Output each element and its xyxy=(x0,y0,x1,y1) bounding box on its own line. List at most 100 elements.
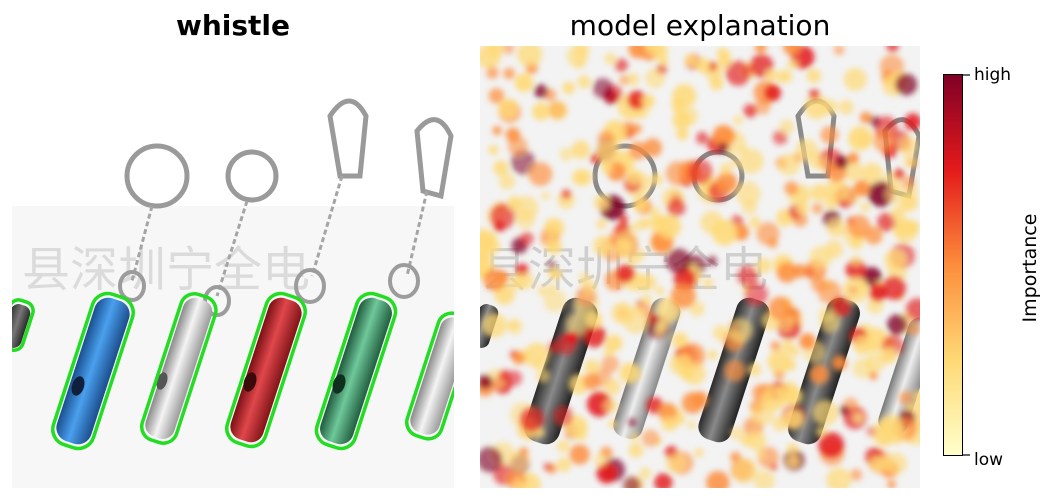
heatmap-blob xyxy=(729,158,739,168)
right-panel-title: model explanation xyxy=(569,9,831,42)
heatmap-blob xyxy=(643,138,662,158)
heatmap-blob xyxy=(641,94,655,109)
heatmap-blob xyxy=(640,294,652,306)
heatmap-blob xyxy=(652,215,666,229)
heatmap-blob xyxy=(696,131,709,145)
heatmap-blob xyxy=(490,203,516,230)
heatmap-blob xyxy=(503,67,515,80)
heatmap-blob xyxy=(862,267,882,287)
heatmap-blob xyxy=(812,399,839,426)
heatmap-blob xyxy=(627,90,647,110)
heatmap-blob xyxy=(676,128,689,141)
heatmap-blob xyxy=(853,180,871,197)
heatmap-blob xyxy=(667,198,686,217)
heatmap-blob xyxy=(519,231,534,246)
heatmap-blob xyxy=(628,443,644,458)
heatmap-blob xyxy=(877,212,896,232)
heatmap-blob xyxy=(804,94,829,120)
heatmap-blob xyxy=(629,432,640,443)
heatmap-blob xyxy=(814,157,828,171)
heatmap-blob xyxy=(886,46,899,53)
heatmap-blob xyxy=(795,138,818,161)
whistle-green xyxy=(320,297,392,445)
heatmap-blob xyxy=(604,378,621,396)
heatmap-blob xyxy=(480,446,503,473)
heatmap-blob xyxy=(524,342,550,368)
heatmap-blob xyxy=(559,147,574,162)
heatmap-blob xyxy=(596,219,607,230)
heatmap-blob xyxy=(756,258,772,274)
heatmap-blob xyxy=(556,439,570,453)
heatmap-blob xyxy=(694,448,704,458)
heatmap-blob xyxy=(810,184,829,202)
heatmap-blob xyxy=(627,418,637,427)
heatmap-blob xyxy=(547,283,556,293)
heatmap-blob xyxy=(777,381,800,404)
heatmap-blob xyxy=(689,301,705,317)
keyrings xyxy=(124,98,454,209)
heatmap-blob xyxy=(822,99,838,115)
heatmap-blob xyxy=(712,125,735,148)
heatmap-blob xyxy=(786,454,800,469)
heatmap-blob xyxy=(853,335,873,355)
heatmap-blob xyxy=(534,84,548,99)
heatmap-blob xyxy=(492,125,502,136)
heatmap-blob xyxy=(716,47,730,61)
heatmap-blob xyxy=(725,60,751,86)
heatmap-blob xyxy=(619,215,628,224)
heatmap-blob xyxy=(493,160,509,176)
heatmap-blob xyxy=(547,261,557,270)
heatmap-blob xyxy=(553,406,574,427)
heatmap-blob xyxy=(764,84,782,102)
importance-heatmap-overlay xyxy=(480,46,920,488)
heatmap-blob xyxy=(784,181,799,196)
heatmap-blob xyxy=(604,53,617,65)
heatmap-blob xyxy=(603,398,618,414)
heatmap-blob xyxy=(808,89,820,100)
heatmap-blob xyxy=(573,57,585,70)
heatmap-blob xyxy=(789,59,800,69)
heatmap-blob xyxy=(592,78,613,99)
heatmap-blob xyxy=(641,429,660,448)
heatmap-blob xyxy=(887,314,908,335)
colorbar-gradient xyxy=(943,74,970,456)
heatmap-blob xyxy=(546,225,558,237)
heatmap-blob xyxy=(719,163,732,175)
heatmap-blob xyxy=(608,419,617,428)
heatmap-blob xyxy=(843,67,867,91)
heatmap-blob xyxy=(634,303,644,314)
heatmap-blob xyxy=(510,150,536,175)
heatmap-blob xyxy=(796,202,809,216)
heatmap-blob xyxy=(770,340,781,352)
original-image: 县深圳宁全电 xyxy=(12,46,454,488)
heatmap-blob xyxy=(605,334,623,352)
heatmap-blob xyxy=(616,264,635,283)
heatmap-blob xyxy=(537,285,548,296)
heatmap-blob xyxy=(516,272,535,290)
heatmap-blob xyxy=(783,409,804,430)
heatmap-blob xyxy=(825,178,849,203)
whistle-dark-partial xyxy=(12,304,31,348)
heatmap-blob xyxy=(724,360,746,382)
heatmap-blob xyxy=(583,373,600,390)
heatmap-blob xyxy=(856,282,866,292)
heatmap-blob xyxy=(577,75,591,89)
heatmap-blob xyxy=(885,184,905,204)
heatmap-blob xyxy=(545,238,562,255)
heatmap-blob xyxy=(730,426,744,440)
heatmap-blob xyxy=(717,142,729,154)
heatmap-blob xyxy=(774,70,788,84)
heatmap-blob xyxy=(783,46,801,56)
heatmap-blob xyxy=(480,235,496,261)
heatmap-blob xyxy=(681,392,704,414)
heatmap-blob xyxy=(483,268,506,292)
heatmap-blob xyxy=(895,73,918,96)
heatmap-blob xyxy=(850,468,863,481)
heatmap-blob xyxy=(898,135,919,157)
heatmap-blob xyxy=(528,162,553,187)
heatmap-blob xyxy=(596,462,618,484)
heatmap-blob xyxy=(486,46,504,58)
heatmap-blob xyxy=(747,362,762,377)
heatmap-blob xyxy=(564,331,577,345)
heatmap-blob xyxy=(687,159,713,185)
